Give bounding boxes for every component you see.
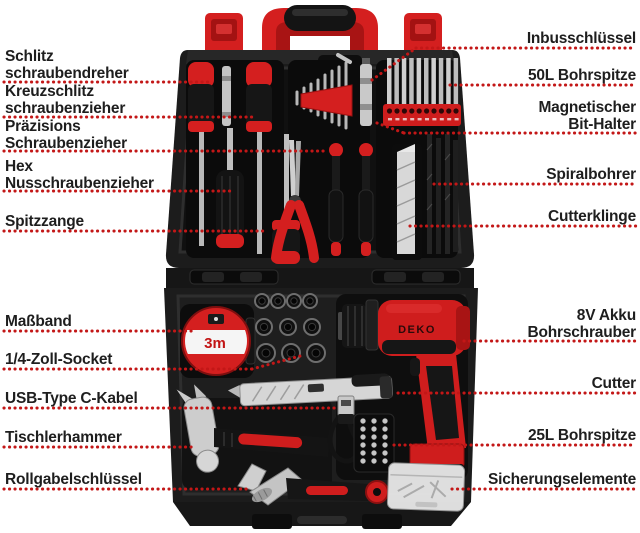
screwdriver-phillips <box>246 62 272 254</box>
callout-label-schlitz-schraubendreher: Schlitz schraubendreher <box>5 48 129 82</box>
precision-screwdriver-2 <box>358 143 374 256</box>
hinge <box>166 268 474 288</box>
callout-label-25l-bohrspitze: 25L Bohrspitze <box>527 427 636 444</box>
latch-right-icon <box>404 13 442 57</box>
callout-label-tischlerhammer: Tischlerhammer <box>5 429 122 446</box>
drill: DEKO <box>338 299 470 473</box>
callout-label-inbusschluessel: Inbusschlüssel <box>526 30 636 47</box>
bit-extension-bar <box>222 66 231 126</box>
callout-label-8v-akku-bohrschrauber: 8V Akku Bohrschrauber <box>527 307 636 341</box>
callout-label-spiralbohrer: Spiralbohrer <box>546 166 636 183</box>
callout-label-massband: Maßband <box>5 313 72 330</box>
drill-brand-text: DEKO <box>398 324 436 336</box>
socket-set-icon <box>254 293 326 363</box>
callout-label-cutterklinge: Cutterklinge <box>547 208 636 225</box>
precision-screwdriver-1 <box>328 143 344 256</box>
fastener-box-icon <box>386 462 466 512</box>
leader-lines <box>2 46 638 491</box>
spiral-drill-bits-icon <box>426 134 458 254</box>
callout-label-hex-nusschraubenzieher: Hex Nusschraubenzieher <box>5 158 154 192</box>
tape-measure-length-text: 3m <box>204 335 226 352</box>
callout-label-cutter: Cutter <box>591 375 637 392</box>
callout-label-magnetischer-bit-halter: Magnetischer Bit-Halter <box>538 99 636 133</box>
callout-label-viertel-zoll-socket: 1/4-Zoll-Socket <box>5 351 113 368</box>
hex-nut-driver <box>216 128 244 248</box>
hex-key-set-icon <box>295 53 353 130</box>
tape-measure-icon: 3m <box>180 304 256 378</box>
drill-bit-set-50-icon <box>383 58 461 126</box>
magnetic-bit-holder-icon <box>360 58 372 126</box>
callout-label-rollgabelschluessel: Rollgabelschlüssel <box>5 471 142 488</box>
cutter-blade-icon <box>392 144 422 260</box>
latch-left-icon <box>205 13 243 57</box>
needle-nose-pliers-icon <box>271 140 319 263</box>
callout-label-sicherungselemente: Sicherungselemente <box>487 471 636 488</box>
callout-label-kreuzschlitz-schraubenzieher: Kreuzschlitz schraubenzieher <box>5 83 126 117</box>
hammer-icon <box>176 384 330 473</box>
callout-label-50l-bohrspitze: 50L Bohrspitze <box>527 67 636 84</box>
callout-label-spitzzange: Spitzzange <box>5 213 84 230</box>
adjustable-wrench-icon <box>237 463 389 506</box>
callout-label-usb-type-c-kabel: USB-Type C-Kabel <box>5 390 138 407</box>
bit-set-25-icon <box>353 413 395 473</box>
callout-label-praezisions-schraubenzieher: Präzisions Schraubenzieher <box>5 118 127 152</box>
